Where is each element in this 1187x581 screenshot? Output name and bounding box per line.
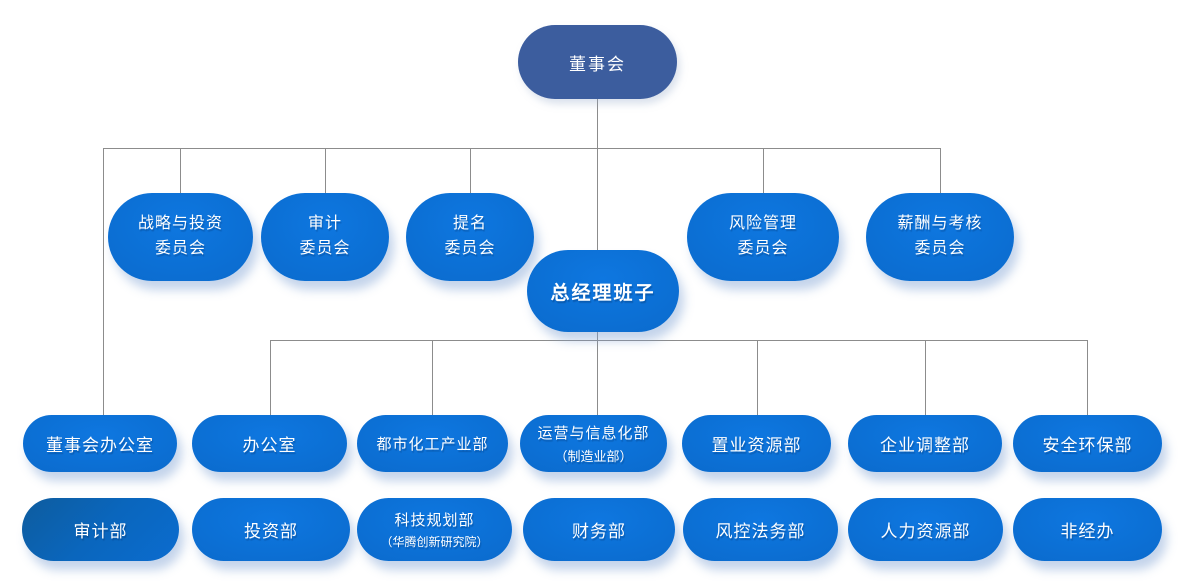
node-label: 委员会 (154, 240, 206, 257)
org-node-strategy-investment-committee: 战略与投资 委员会 (108, 193, 253, 281)
connector-left-to-board-office (103, 148, 104, 415)
node-label: 风险管理 (728, 215, 797, 233)
node-label: 委员会 (444, 240, 496, 257)
org-node-urban-chemical-industry: 都市化工产业部 (357, 415, 508, 472)
node-label: 非经办 (1060, 522, 1115, 541)
org-node-enterprise-adjustment: 企业调整部 (848, 415, 1002, 472)
node-label: 都市化工产业部 (376, 436, 489, 453)
org-node-office: 办公室 (192, 415, 347, 472)
node-label: 办公室 (242, 436, 297, 455)
org-node-operations-informatization: 运营与信息化部 （制造业部） (520, 415, 667, 472)
org-node-board-office: 董事会办公室 (23, 415, 177, 472)
connector-drop-remuneration (940, 148, 941, 193)
node-label: 置业资源部 (711, 436, 802, 455)
connector-drop-operations (597, 340, 598, 415)
org-node-nomination-committee: 提名 委员会 (406, 193, 534, 281)
node-label: 财务部 (572, 522, 626, 541)
connector-board-to-gm (597, 99, 598, 250)
node-label: 提名 (452, 215, 487, 233)
org-node-non-operating-office: 非经办 (1013, 498, 1162, 561)
org-node-property-resources: 置业资源部 (682, 415, 831, 472)
node-sublabel: （制造业部） (554, 449, 633, 464)
connector-drop-urban-chem (432, 340, 433, 415)
node-label: 董事会 (569, 54, 626, 74)
connector-gm-to-mid (597, 332, 598, 341)
connector-drop-audit-committee (325, 148, 326, 193)
org-node-finance-department: 财务部 (523, 498, 675, 561)
node-label: 风控法务部 (715, 522, 806, 541)
node-label: 审计 (307, 215, 342, 233)
node-sublabel: （华腾创新研究院） (380, 535, 489, 549)
org-node-remuneration-assessment-committee: 薪酬与考核 委员会 (866, 193, 1014, 281)
node-label: 人力资源部 (880, 522, 971, 541)
org-node-investment-department: 投资部 (192, 498, 350, 561)
node-label: 薪酬与考核 (897, 215, 983, 233)
org-node-science-tech-planning: 科技规划部 （华腾创新研究院） (357, 498, 512, 561)
node-label: 战略与投资 (137, 215, 223, 233)
org-node-safety-environment: 安全环保部 (1013, 415, 1162, 472)
org-node-audit-department: 审计部 (22, 498, 179, 561)
connector-drop-risk (763, 148, 764, 193)
connector-drop-strategy (180, 148, 181, 193)
org-node-human-resources: 人力资源部 (848, 498, 1003, 561)
org-node-risk-legal-department: 风控法务部 (683, 498, 838, 561)
node-label: 企业调整部 (880, 436, 970, 455)
node-label: 总经理班子 (550, 282, 656, 304)
node-label: 审计部 (73, 522, 128, 541)
node-label: 董事会办公室 (46, 436, 154, 455)
node-label: 投资部 (244, 522, 298, 541)
node-label: 委员会 (299, 240, 351, 257)
connector-drop-enterprise (925, 340, 926, 415)
connector-top-horizontal (103, 148, 941, 149)
node-label: 委员会 (737, 240, 789, 257)
node-label: 委员会 (914, 240, 966, 257)
node-label: 安全环保部 (1042, 436, 1133, 455)
connector-drop-safety (1087, 340, 1088, 415)
org-node-risk-management-committee: 风险管理 委员会 (687, 193, 839, 281)
connector-mid-horizontal (270, 340, 1088, 341)
org-node-audit-committee: 审计 委员会 (261, 193, 389, 281)
org-node-board: 董事会 (518, 25, 677, 99)
node-label: 科技规划部 (394, 512, 475, 529)
node-label: 运营与信息化部 (537, 425, 650, 442)
connector-drop-office (270, 340, 271, 415)
connector-drop-property (757, 340, 758, 415)
org-node-gm-team: 总经理班子 (527, 250, 679, 332)
connector-drop-nomination (470, 148, 471, 193)
